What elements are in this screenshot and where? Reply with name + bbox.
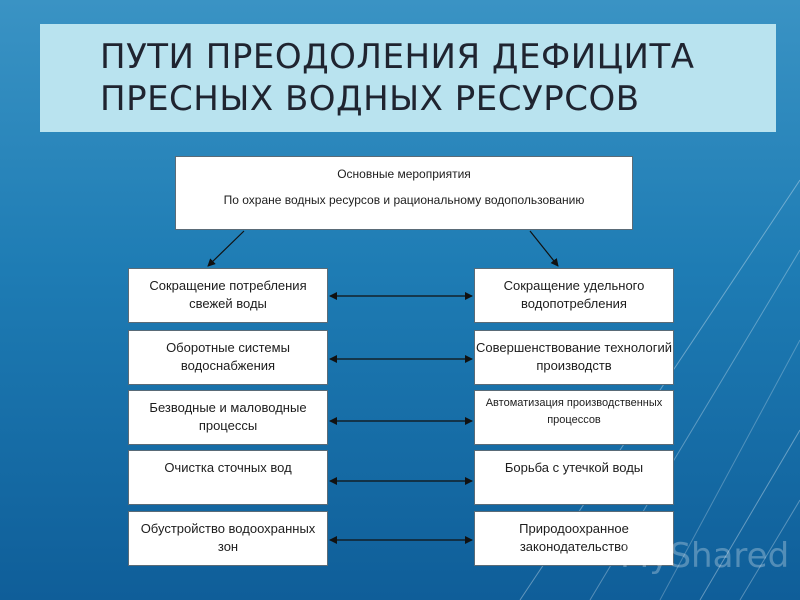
left-box-recycling-systems: Оборотные системы водоснабжения bbox=[128, 330, 328, 385]
right-box-label: Сокращение удельного водопотребления bbox=[503, 278, 645, 311]
left-box-label: Очистка сточных вод bbox=[164, 460, 292, 475]
right-box-label: Борьба с утечкой воды bbox=[504, 460, 644, 475]
page-title-line-1: ПУТИ ПРЕОДОЛЕНИЯ ДЕФИЦИТА bbox=[100, 37, 695, 77]
main-measures-box: Основные мероприятия По охране водных ре… bbox=[175, 156, 633, 230]
watermark: MyShared bbox=[620, 536, 790, 576]
left-box-label: Обустройство водоохранных зон bbox=[140, 521, 316, 554]
left-box-waterless-processes: Безводные и маловодные процессы bbox=[128, 390, 328, 445]
left-box-reduce-fresh-water: Сокращение потребления свежей воды bbox=[128, 268, 328, 323]
right-box-leak-control: Борьба с утечкой воды bbox=[474, 450, 674, 505]
main-measures-heading: Основные мероприятия bbox=[337, 167, 471, 181]
arrow-top-to-right bbox=[529, 230, 559, 267]
left-box-water-protection-zones: Обустройство водоохранных зон bbox=[128, 511, 328, 566]
right-box-label: Автоматизация производственных процессов bbox=[485, 397, 663, 426]
title-band: ПУТИ ПРЕОДОЛЕНИЯ ДЕФИЦИТА ПРЕСНЫХ ВОДНЫХ… bbox=[40, 24, 776, 132]
right-box-label: Совершенствование технологий производств bbox=[476, 340, 672, 373]
arrow-top-to-left bbox=[207, 230, 245, 267]
right-box-legislation: Природоохранное законодательство bbox=[474, 511, 674, 566]
page-title-line-2: ПРЕСНЫХ ВОДНЫХ РЕСУРСОВ bbox=[100, 79, 640, 119]
right-box-automation: Автоматизация производственных процессов bbox=[474, 390, 674, 445]
right-box-specific-consumption: Сокращение удельного водопотребления bbox=[474, 268, 674, 323]
left-box-label: Безводные и маловодные процессы bbox=[149, 400, 307, 433]
left-box-label: Оборотные системы водоснабжения bbox=[166, 340, 290, 373]
main-measures-subtitle: По охране водных ресурсов и рациональном… bbox=[223, 193, 585, 207]
left-box-label: Сокращение потребления свежей воды bbox=[149, 278, 307, 311]
right-box-label: Природоохранное законодательство bbox=[519, 521, 629, 554]
left-box-wastewater-treatment: Очистка сточных вод bbox=[128, 450, 328, 505]
right-box-technology-improvement: Совершенствование технологий производств bbox=[474, 330, 674, 385]
